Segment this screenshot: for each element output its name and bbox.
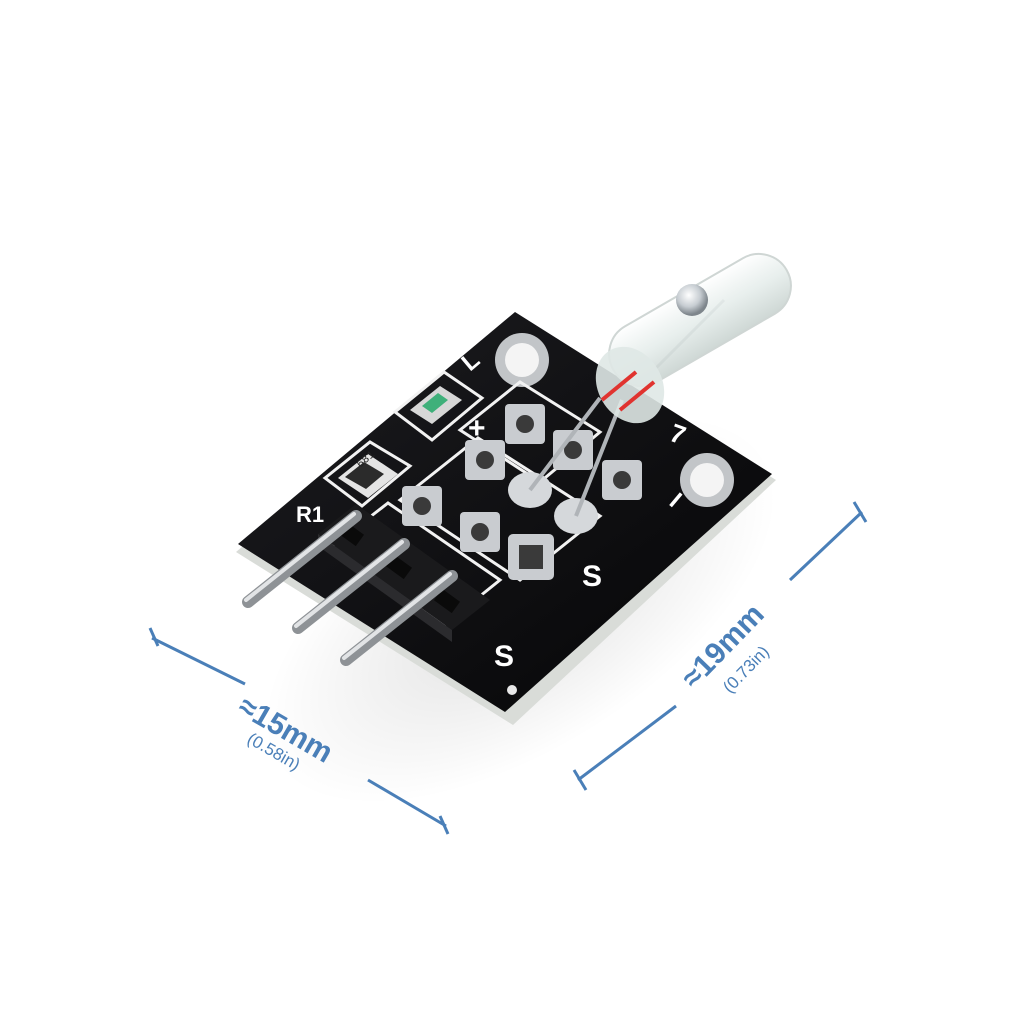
switch-lead (574, 399, 624, 517)
mercury-bulb (676, 284, 708, 316)
label-s-bottom: S (494, 640, 514, 673)
label-s-top: S (582, 560, 602, 593)
label-plus: + (468, 412, 486, 445)
pad (465, 440, 505, 480)
pin-header (318, 504, 490, 642)
corner-dot (507, 685, 517, 695)
pin (292, 538, 410, 634)
pad (602, 460, 642, 500)
pad (508, 534, 554, 580)
pad (505, 404, 545, 444)
resistor-r1: 681 (338, 449, 398, 498)
pad (553, 430, 593, 470)
mounting-hole-right (680, 453, 734, 507)
solder-pads (402, 404, 642, 580)
glass-end (595, 346, 665, 424)
label-r1: R1 (296, 502, 324, 527)
pin (340, 570, 458, 666)
header-pins (242, 510, 458, 666)
switch-lead (528, 396, 602, 492)
pad (460, 512, 500, 552)
mercury-switch (528, 253, 792, 517)
pin (242, 510, 362, 608)
pad (402, 486, 442, 526)
mounting-hole-top (495, 333, 549, 387)
led-component (410, 386, 462, 424)
